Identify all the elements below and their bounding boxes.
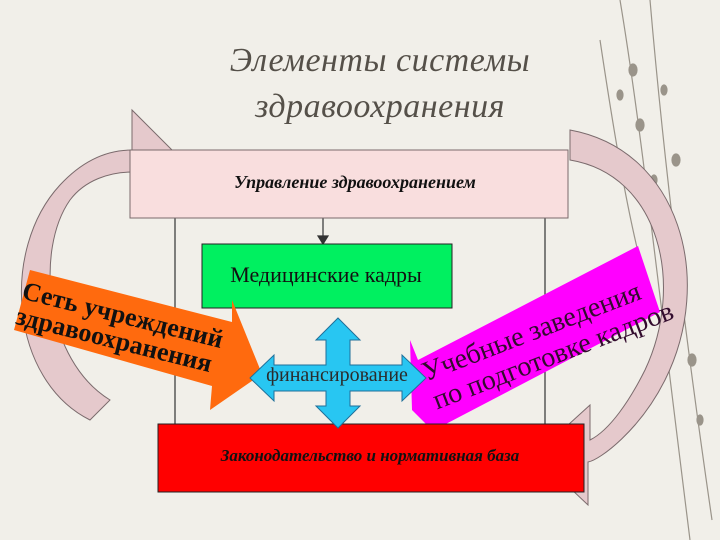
arrow-down-icon xyxy=(316,235,330,246)
page-title: Элементы системы здравоохранения xyxy=(150,38,610,130)
four-way-arrow-icon xyxy=(249,317,427,429)
legislation-label: Законодательство и нормативная база xyxy=(220,446,520,465)
management-box xyxy=(129,149,569,219)
education-arrow xyxy=(410,246,660,446)
personnel-box xyxy=(201,243,453,309)
management-label: Управление здравоохранением xyxy=(234,172,476,192)
legislation-box xyxy=(157,423,585,493)
personnel-label: Медицинские кадры xyxy=(230,262,422,287)
institutions-arrow xyxy=(14,270,262,410)
financing-label: финансирование xyxy=(266,364,408,386)
title-line-1: Элементы системы xyxy=(229,42,531,79)
title-line-2: здравоохранения xyxy=(255,88,505,125)
